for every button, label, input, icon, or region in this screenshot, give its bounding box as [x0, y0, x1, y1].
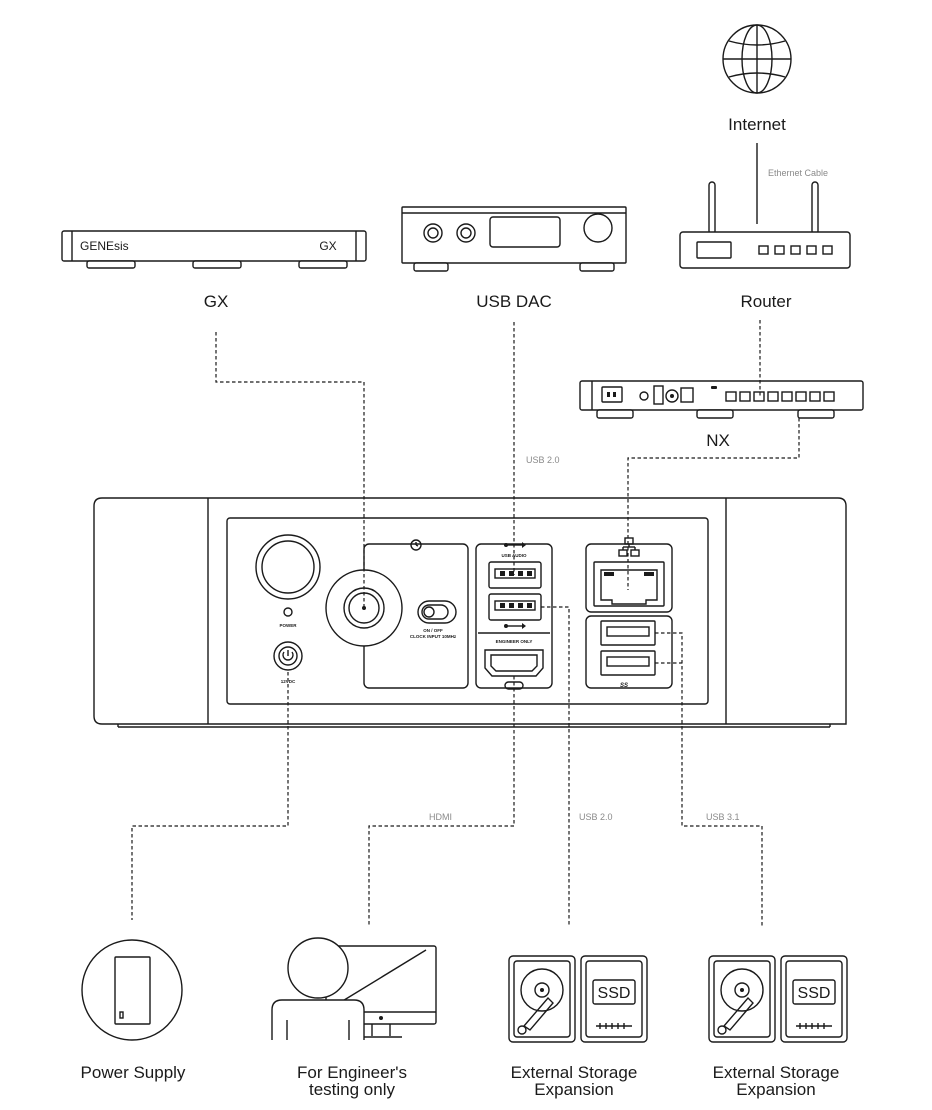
hdd-icon-2 — [708, 955, 776, 1043]
toggle-switch-icon — [417, 600, 457, 624]
storage1-label-line2: Expansion — [534, 1080, 613, 1099]
hdmi-cable-label: HDMI — [429, 812, 452, 822]
gx-label: GX — [204, 292, 229, 311]
engineer-icon — [271, 937, 437, 1040]
usb3-storage-connection-line — [655, 632, 763, 926]
ssd-text-2: SSD — [798, 985, 831, 1002]
power-supply-icon — [81, 939, 183, 1041]
gx-model-text: GX — [319, 239, 336, 253]
usb2-storage-cable-label: USB 2.0 — [579, 812, 613, 822]
internet-label: Internet — [728, 115, 786, 134]
router-label: Router — [740, 292, 791, 311]
power-label: POWER — [279, 623, 297, 628]
ssd-icon-2 — [780, 955, 848, 1043]
clock-icon — [410, 539, 422, 551]
clock-input-label: CLOCK INPUT 10MHz — [410, 634, 457, 639]
power-connection-line — [131, 672, 289, 920]
ethernet-cable-label: Ethernet Cable — [768, 168, 828, 178]
main-unit — [93, 497, 847, 728]
ss-usb-label: SS — [620, 683, 628, 689]
internet-globe-icon — [722, 24, 792, 94]
gx-connection-line — [215, 332, 365, 608]
engineer-label-line2: testing only — [309, 1080, 395, 1099]
storage1-label-line1: External Storage — [511, 1063, 638, 1082]
network-icon — [618, 537, 640, 557]
hdd-icon-1 — [508, 955, 576, 1043]
usb3-panel — [585, 615, 673, 689]
nx-device-icon — [579, 380, 864, 419]
gx-device-icon — [61, 230, 367, 269]
ssd-icon-1 — [580, 955, 648, 1043]
dc-jack-icon — [273, 641, 303, 671]
ethernet-port — [593, 561, 665, 607]
hdmi-connection-line — [368, 676, 515, 926]
usb-audio-label: USB AUDIO — [501, 553, 527, 558]
nx-connection-line — [627, 418, 800, 590]
usb-audio-port — [488, 561, 542, 589]
power-led — [283, 607, 293, 617]
hdmi-port — [484, 649, 544, 677]
engineer-only-label: ENGINEER ONLY — [496, 639, 533, 644]
storage2-label-line2: Expansion — [736, 1080, 815, 1099]
usb-dac-cable-label: USB 2.0 — [526, 455, 560, 465]
usb2-storage-connection-line — [541, 606, 570, 926]
ssd-text-1: SSD — [598, 985, 631, 1002]
usb-symbol-icon-bottom — [504, 623, 526, 629]
router-icon — [679, 181, 851, 269]
power-supply-label: Power Supply — [81, 1063, 186, 1082]
nx-label: NX — [706, 431, 730, 450]
gx-brand-text: GENEsis — [80, 239, 129, 253]
power-button — [255, 534, 321, 600]
switch-label: ON / OFF — [423, 628, 443, 633]
usb-dac-label: USB DAC — [476, 292, 552, 311]
usb-dac-icon — [401, 206, 627, 272]
engineer-label-line1: For Engineer's — [297, 1063, 407, 1082]
storage2-label-line1: External Storage — [713, 1063, 840, 1082]
usb3-storage-cable-label: USB 3.1 — [706, 812, 740, 822]
